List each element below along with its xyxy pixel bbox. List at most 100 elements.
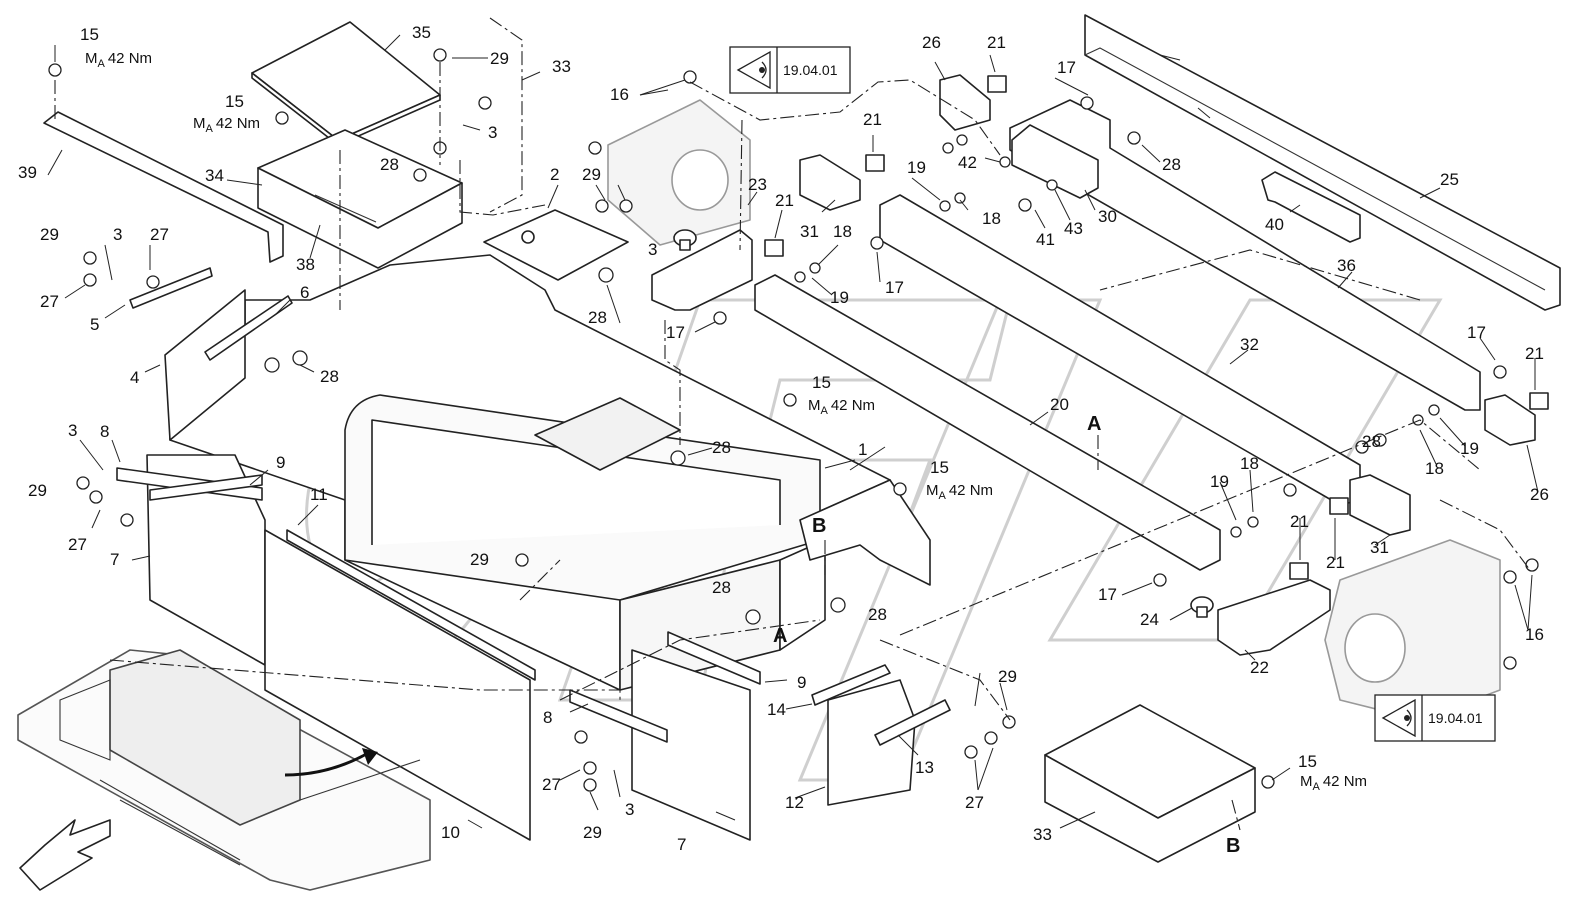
bracket-part-26-top bbox=[939, 74, 991, 131]
callout-7: 7 bbox=[110, 550, 119, 569]
rail-part-25 bbox=[1084, 14, 1561, 311]
callout-13: 13 bbox=[915, 758, 934, 777]
callout-19: 19 bbox=[1460, 439, 1479, 458]
callout-29: 29 bbox=[40, 225, 59, 244]
callout-18: 18 bbox=[982, 209, 1001, 228]
callout-28: 28 bbox=[1362, 432, 1381, 451]
callout-26: 26 bbox=[1530, 485, 1549, 504]
callout-34: 34 bbox=[205, 166, 224, 185]
callout-29: 29 bbox=[490, 49, 509, 68]
bearing-housing-top bbox=[607, 99, 751, 246]
callout-15: 15 bbox=[225, 92, 244, 111]
callout-16: 16 bbox=[1525, 625, 1544, 644]
callout-23: 23 bbox=[748, 175, 767, 194]
callout-18: 18 bbox=[1425, 459, 1444, 478]
callout-17: 17 bbox=[1057, 58, 1076, 77]
callout-21: 21 bbox=[775, 191, 794, 210]
bracket-part-30 bbox=[1011, 124, 1099, 199]
callouts: 1 2 3 3 3 3 3 4 5 6 7 7 8 8 9 9 10 11 12… bbox=[18, 23, 1549, 854]
callout-27: 27 bbox=[40, 292, 59, 311]
callout-28: 28 bbox=[712, 438, 731, 457]
machine-overview bbox=[17, 649, 431, 891]
callout-28: 28 bbox=[1162, 155, 1181, 174]
callout-15: 15 bbox=[80, 25, 99, 44]
callout-3: 3 bbox=[488, 123, 497, 142]
knob-part-24-top bbox=[673, 229, 697, 251]
eye-view-icon bbox=[1381, 698, 1416, 738]
callout-3: 3 bbox=[68, 421, 77, 440]
side-panel-part-12 bbox=[827, 679, 916, 806]
callout-17: 17 bbox=[1467, 323, 1486, 342]
callout-14: 14 bbox=[767, 700, 786, 719]
callout-32: 32 bbox=[1240, 335, 1259, 354]
bracket-part-31-bottom bbox=[1349, 474, 1411, 536]
reference-box-top[interactable]: 19.04.01 bbox=[729, 46, 851, 94]
callout-33: 33 bbox=[552, 57, 571, 76]
callout-36: 36 bbox=[1337, 256, 1356, 275]
callout-29: 29 bbox=[28, 481, 47, 500]
bracket-part-31-top bbox=[799, 154, 861, 211]
callout-17: 17 bbox=[885, 278, 904, 297]
callout-1: 1 bbox=[858, 440, 867, 459]
section-marker-a: A bbox=[773, 625, 787, 647]
rail-part-20 bbox=[754, 274, 1221, 571]
callout-22: 22 bbox=[1250, 658, 1269, 677]
eye-view-icon bbox=[736, 50, 771, 90]
callout-12: 12 bbox=[785, 793, 804, 812]
callout-33: 33 bbox=[1033, 825, 1052, 844]
callout-4: 4 bbox=[130, 368, 139, 387]
callout-19: 19 bbox=[1210, 472, 1229, 491]
callout-16: 16 bbox=[610, 85, 629, 104]
strips bbox=[116, 267, 951, 746]
callout-42: 42 bbox=[958, 153, 977, 172]
nuts-part-28 bbox=[264, 131, 1387, 625]
callout-15: 15 bbox=[930, 458, 949, 477]
callout-21: 21 bbox=[863, 110, 882, 129]
callout-28: 28 bbox=[320, 367, 339, 386]
reference-box-bottom-text: 19.04.01 bbox=[1428, 710, 1483, 726]
box-part-34 bbox=[257, 129, 463, 269]
box-part-33 bbox=[1044, 704, 1256, 863]
callout-28: 28 bbox=[868, 605, 887, 624]
callout-38: 38 bbox=[296, 255, 315, 274]
callout-27: 27 bbox=[68, 535, 87, 554]
callout-21: 21 bbox=[1525, 344, 1544, 363]
callout-31: 31 bbox=[800, 222, 819, 241]
callout-15: 15 bbox=[812, 373, 831, 392]
callout-21: 21 bbox=[987, 33, 1006, 52]
callout-21: 21 bbox=[1326, 553, 1345, 572]
side-panel-part-7-right bbox=[631, 649, 751, 841]
callout-3: 3 bbox=[113, 225, 122, 244]
callout-30: 30 bbox=[1098, 207, 1117, 226]
callout-19: 19 bbox=[830, 288, 849, 307]
bolts bbox=[48, 48, 1539, 792]
reference-box-bottom[interactable]: 19.04.01 bbox=[1374, 694, 1496, 742]
rail-part-32 bbox=[879, 194, 1361, 506]
washers bbox=[794, 134, 1440, 538]
handle-part-40 bbox=[1261, 171, 1361, 243]
callout-28: 28 bbox=[380, 155, 399, 174]
leader-lines bbox=[47, 34, 1539, 829]
callout-27: 27 bbox=[150, 225, 169, 244]
callout-28: 28 bbox=[588, 308, 607, 327]
callout-7: 7 bbox=[677, 835, 686, 854]
callout-8: 8 bbox=[100, 422, 109, 441]
reference-box-top-text: 19.04.01 bbox=[783, 62, 838, 78]
callout-29: 29 bbox=[998, 667, 1017, 686]
bearing-housing-bottom bbox=[1324, 539, 1501, 721]
callout-41: 41 bbox=[1036, 230, 1055, 249]
callout-6: 6 bbox=[300, 283, 309, 302]
callout-18: 18 bbox=[833, 222, 852, 241]
callout-24: 24 bbox=[1140, 610, 1159, 629]
section-marker-a: A bbox=[1087, 413, 1101, 435]
callout-9: 9 bbox=[797, 673, 806, 692]
callout-35: 35 bbox=[412, 23, 431, 42]
callout-29: 29 bbox=[470, 550, 489, 569]
